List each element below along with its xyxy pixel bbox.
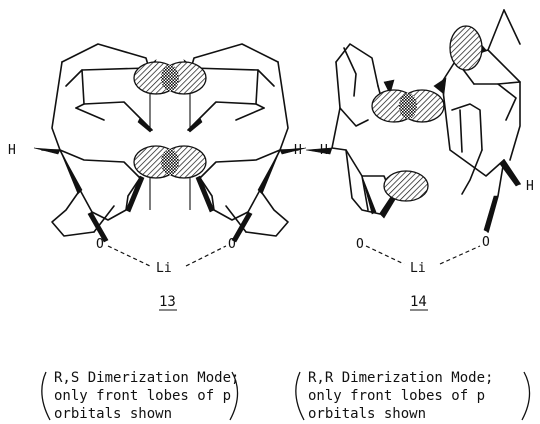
caption-13-line-1: R,S Dimerization Mode; <box>54 370 239 386</box>
hydrogen-label-13-left: H <box>8 143 16 158</box>
hydrogen-label-14-left: H <box>294 143 302 158</box>
caption-13-line-3: orbitals shown <box>54 406 172 422</box>
oxygen-label-13-left: O <box>96 237 104 252</box>
lithium-label-13: Li <box>156 261 172 276</box>
caption-14-line-3: orbitals shown <box>308 406 426 422</box>
caption-14: R,R Dimerization Mode; only front lobes … <box>295 370 531 422</box>
caption-13-line-2: only front lobes of p <box>54 388 231 404</box>
caption-13: R,S Dimerization Mode; only front lobes … <box>41 370 239 422</box>
hydrogen-label-14-right: H <box>526 179 534 194</box>
compound-number-13: 13 <box>159 294 176 310</box>
caption-14-paren-right <box>521 371 531 421</box>
caption-13-paren-left <box>41 371 51 421</box>
oxygen-label-14-left: O <box>356 237 364 252</box>
lithium-label-14: Li <box>410 261 426 276</box>
compound-number-14: 14 <box>410 294 427 310</box>
caption-14-line-1: R,R Dimerization Mode; <box>308 370 493 386</box>
structure-14 <box>305 9 521 265</box>
caption-14-line-2: only front lobes of p <box>308 388 485 404</box>
oxygen-label-13-right: O <box>228 237 236 252</box>
caption-13-paren-right <box>229 371 239 421</box>
oxygen-label-14-right: O <box>482 235 490 250</box>
structure-13 <box>33 43 307 267</box>
caption-14-paren-left <box>295 371 305 421</box>
